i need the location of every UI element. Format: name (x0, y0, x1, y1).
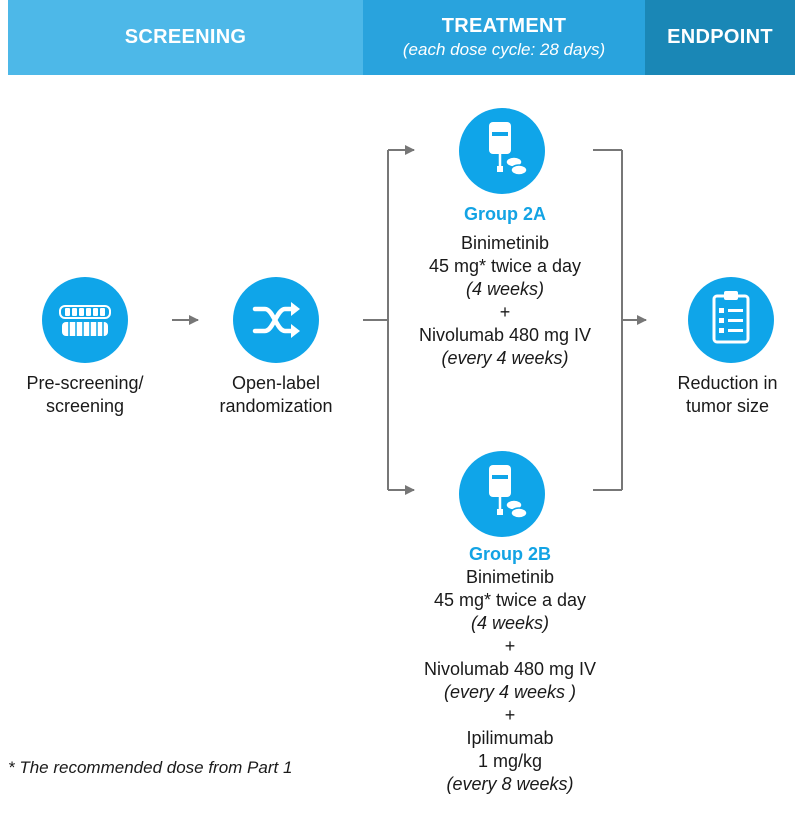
group-2b-plus-2: + (504, 705, 516, 725)
endpoint-label: Reduction in tumor size (660, 372, 795, 418)
iv-bag-pills-icon (459, 108, 545, 194)
footnote: * The recommended dose from Part 1 (8, 758, 293, 777)
group-2b-duration-1: (4 weeks) (470, 613, 550, 633)
screening-header-label: SCREENING (124, 26, 247, 48)
treatment-header: TREATMENT (each dose cycle: 28 days) (363, 0, 645, 75)
endpoint-header-label: ENDPOINT (667, 26, 773, 48)
treatment-header-label: TREATMENT (441, 15, 567, 37)
group-2b-dose-3: 1 mg/kg (477, 751, 543, 771)
group-2b-drug-2: Nivolumab 480 mg IV (423, 659, 597, 679)
teeth-icon (42, 277, 128, 363)
group-2a-drug-1: Binimetinib (460, 233, 550, 253)
randomization-label: Open-label randomization (186, 372, 366, 418)
iv-bag-pills-icon-2b (459, 451, 545, 537)
screening-header: SCREENING (8, 0, 363, 75)
randomization-line-1: Open-label (231, 373, 321, 393)
prescreening-line-1: Pre-screening/ (26, 373, 144, 393)
group-2a-title: Group 2A (463, 204, 546, 224)
randomization-line-2: randomization (219, 396, 333, 416)
group-2b-drug-3: Ipilimumab (466, 728, 554, 748)
group-2b-drug-1: Binimetinib (465, 567, 555, 587)
treatment-header-subtitle: (each dose cycle: 28 days) (402, 40, 606, 59)
group-2a-duration-1: (4 weeks) (465, 279, 545, 299)
group-2a-block: Group 2A Binimetinib 45 mg* twice a day … (380, 203, 630, 370)
endpoint-header: ENDPOINT (645, 0, 795, 75)
group-2b-plus-1: + (504, 636, 516, 656)
group-2b-schedule-2: (every 4 weeks ) (443, 682, 577, 702)
prescreening-label: Pre-screening/ screening (0, 372, 170, 418)
group-2b-schedule-3: (every 8 weeks) (446, 774, 574, 794)
prescreening-line-2: screening (45, 396, 125, 416)
group-2a-schedule-2: (every 4 weeks) (441, 348, 569, 368)
group-2a-dose-1: 45 mg* twice a day (428, 256, 582, 276)
endpoint-line-2: tumor size (685, 396, 770, 416)
group-2b-block: Group 2B Binimetinib 45 mg* twice a day … (385, 543, 635, 796)
group-2b-dose-1: 45 mg* twice a day (433, 590, 587, 610)
clipboard-icon (688, 277, 774, 363)
group-2a-plus: + (499, 302, 511, 322)
group-2a-drug-2: Nivolumab 480 mg IV (418, 325, 592, 345)
group-2b-title: Group 2B (468, 544, 551, 564)
endpoint-line-1: Reduction in (677, 373, 778, 393)
shuffle-icon (233, 277, 319, 363)
